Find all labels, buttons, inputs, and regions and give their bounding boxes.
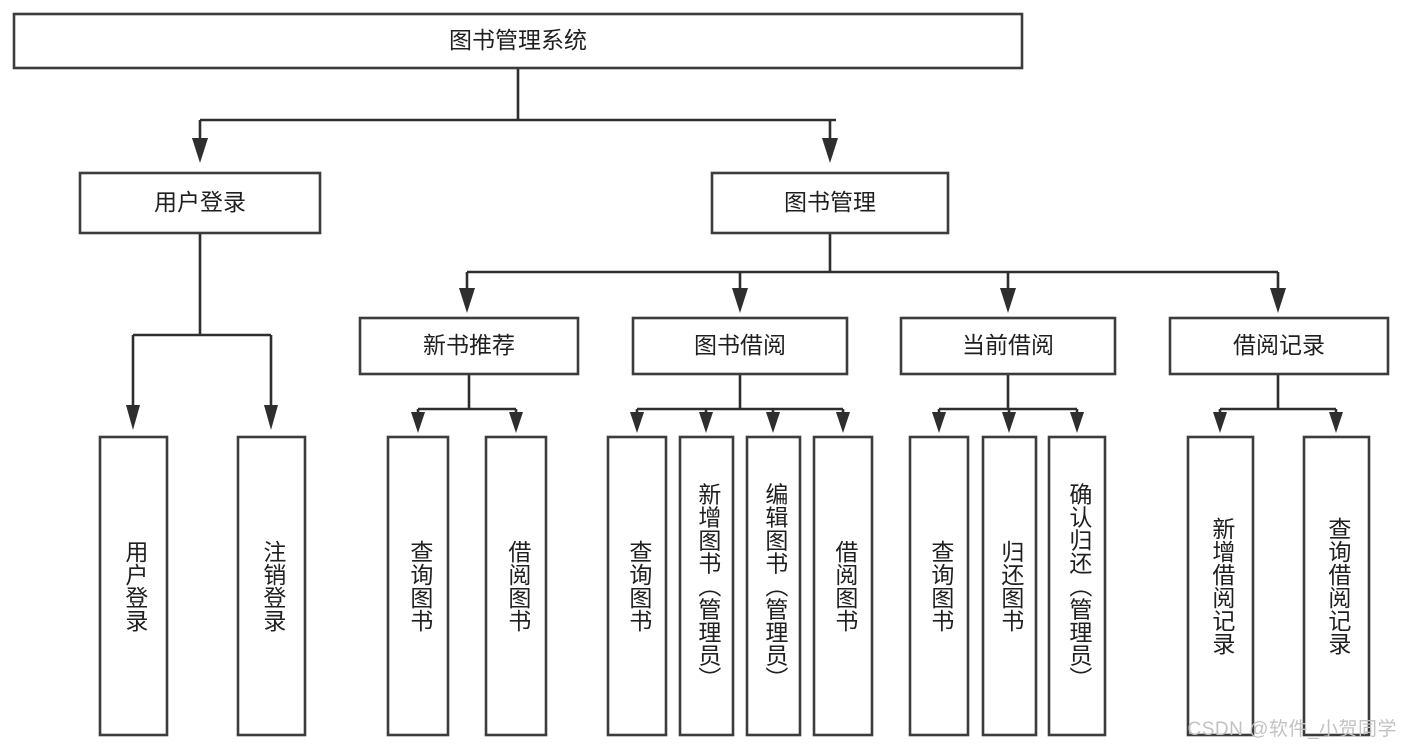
user-login-label: 用户登录: [154, 189, 246, 215]
leaf-label-query-book-cb: 查询图书: [928, 540, 955, 632]
leaf-node-logout-login[interactable]: 注销登录: [236, 435, 307, 737]
leaf-node-query-book-cb[interactable]: 查询图书: [908, 435, 970, 737]
leaf-box-query-borrow-record[interactable]: [1302, 435, 1371, 737]
arrow-head-leaf-user-login: [126, 405, 140, 430]
leaf-node-borrow-book-nbr[interactable]: 借阅图书: [484, 435, 548, 737]
leaf-box-borrow-book-nbr[interactable]: [484, 435, 548, 737]
arrow-head-book-mgmt: [822, 138, 838, 163]
leaf-label-return-book: 归还图书: [998, 540, 1025, 632]
new-book-recommend-box[interactable]: [358, 316, 580, 376]
root-box[interactable]: [12, 12, 1024, 70]
leaf-node-return-book[interactable]: 归还图书: [981, 435, 1038, 737]
book-borrow-label: 图书借阅: [694, 332, 786, 358]
arrow-head-br-leaf1: [1213, 412, 1227, 433]
leaf-box-user-login[interactable]: [98, 435, 169, 737]
node-book-management[interactable]: 图书管理: [710, 171, 950, 235]
current-borrow-box[interactable]: [899, 316, 1117, 376]
user-login-box[interactable]: [78, 171, 322, 235]
arrow-head-nbr-leaf2: [509, 412, 523, 433]
arrow-head-cb-leaf3: [1070, 412, 1084, 433]
leaf-node-query-borrow-record[interactable]: 查询借阅记录: [1302, 435, 1371, 737]
arrow-head-user-login: [192, 138, 208, 163]
leaf-box-logout-login[interactable]: [236, 435, 307, 737]
leaf-label-user-login: 用户登录: [122, 540, 149, 632]
leaf-node-borrow-book-bb[interactable]: 借阅图书: [812, 435, 874, 737]
arrow-head-borrow-record: [1270, 288, 1286, 313]
leaf-label-edit-book-admin: 编辑图书（管理员）: [762, 483, 789, 690]
leaf-node-add-book-admin[interactable]: 新增图书（管理员）: [678, 435, 735, 737]
connector-group-borrow-record: [1213, 374, 1343, 433]
leaf-box-confirm-return-admin[interactable]: [1047, 435, 1107, 737]
arrow-head-bb-leaf2: [699, 412, 713, 433]
connector-group-book-borrow: [630, 374, 850, 433]
leaf-node-edit-book-admin[interactable]: 编辑图书（管理员）: [745, 435, 802, 737]
arrow-head-book-borrow: [732, 288, 748, 313]
borrow-record-label: 借阅记录: [1233, 332, 1325, 358]
node-current-borrow[interactable]: 当前借阅: [899, 316, 1117, 376]
leaf-label-borrow-book-nbr: 借阅图书: [505, 540, 532, 632]
current-borrow-label: 当前借阅: [962, 332, 1054, 358]
connector-group-current-borrow: [932, 374, 1084, 433]
watermark: CSDN @软件_小贺同学: [1187, 719, 1397, 740]
root-label: 图书管理系统: [449, 27, 587, 53]
leaf-box-query-book-nbr[interactable]: [386, 435, 450, 737]
arrow-head-cb-leaf2: [1002, 412, 1016, 433]
leaf-node-confirm-return-admin[interactable]: 确认归还（管理员）: [1047, 435, 1107, 737]
node-user-login[interactable]: 用户登录: [78, 171, 322, 235]
new-book-recommend-label: 新书推荐: [423, 332, 515, 358]
book-borrow-box[interactable]: [631, 316, 849, 376]
arrow-head-bb-leaf4: [836, 412, 850, 433]
leaf-label-logout-login: 注销登录: [260, 540, 287, 632]
leaf-label-add-borrow-record: 新增借阅记录: [1209, 517, 1236, 655]
leaf-box-add-book-admin[interactable]: [678, 435, 735, 737]
node-new-book-recommend[interactable]: 新书推荐: [358, 316, 580, 376]
leaf-node-query-book-bb[interactable]: 查询图书: [606, 435, 668, 737]
arrow-head-cb-leaf1: [932, 412, 946, 433]
leaf-label-borrow-book-bb: 借阅图书: [832, 540, 859, 632]
arrow-head-bb-leaf3: [766, 412, 780, 433]
connector-group-root: [192, 68, 838, 163]
leaf-box-query-book-bb[interactable]: [606, 435, 668, 737]
leaf-node-user-login[interactable]: 用户登录: [98, 435, 169, 737]
borrow-record-box[interactable]: [1168, 316, 1390, 376]
node-borrow-record[interactable]: 借阅记录: [1168, 316, 1390, 376]
arrow-head-br-leaf2: [1329, 412, 1343, 433]
arrow-head-leaf-logout-login: [264, 405, 278, 430]
node-root-book-management-system[interactable]: 图书管理系统: [12, 12, 1024, 70]
leaf-label-query-book-nbr: 查询图书: [407, 540, 434, 632]
connector-group-user-login: [126, 233, 278, 430]
arrow-head-nbr-leaf1: [411, 412, 425, 433]
leaf-box-edit-book-admin[interactable]: [745, 435, 802, 737]
connector-group-book-mgmt: [459, 233, 1286, 313]
leaf-node-query-book-nbr[interactable]: 查询图书: [386, 435, 450, 737]
leaf-label-confirm-return-admin: 确认归还（管理员）: [1066, 483, 1093, 690]
book-management-box[interactable]: [710, 171, 950, 235]
arrow-head-new-book-rec: [459, 288, 475, 313]
leaf-label-add-book-admin: 新增图书（管理员）: [695, 483, 722, 690]
arrow-head-current-borrow: [1000, 288, 1016, 313]
node-book-borrow[interactable]: 图书借阅: [631, 316, 849, 376]
connector-group-new-book-rec: [411, 374, 523, 433]
leaf-box-borrow-book-bb[interactable]: [812, 435, 874, 737]
leaf-box-query-book-cb[interactable]: [908, 435, 970, 737]
leaf-label-query-book-bb: 查询图书: [626, 540, 653, 632]
book-management-label: 图书管理: [784, 189, 876, 215]
leaf-label-query-borrow-record: 查询借阅记录: [1325, 517, 1352, 655]
arrow-head-bb-leaf1: [630, 412, 644, 433]
leaf-node-add-borrow-record[interactable]: 新增借阅记录: [1186, 435, 1255, 737]
leaf-box-return-book[interactable]: [981, 435, 1038, 737]
leaf-box-add-borrow-record[interactable]: [1186, 435, 1255, 737]
